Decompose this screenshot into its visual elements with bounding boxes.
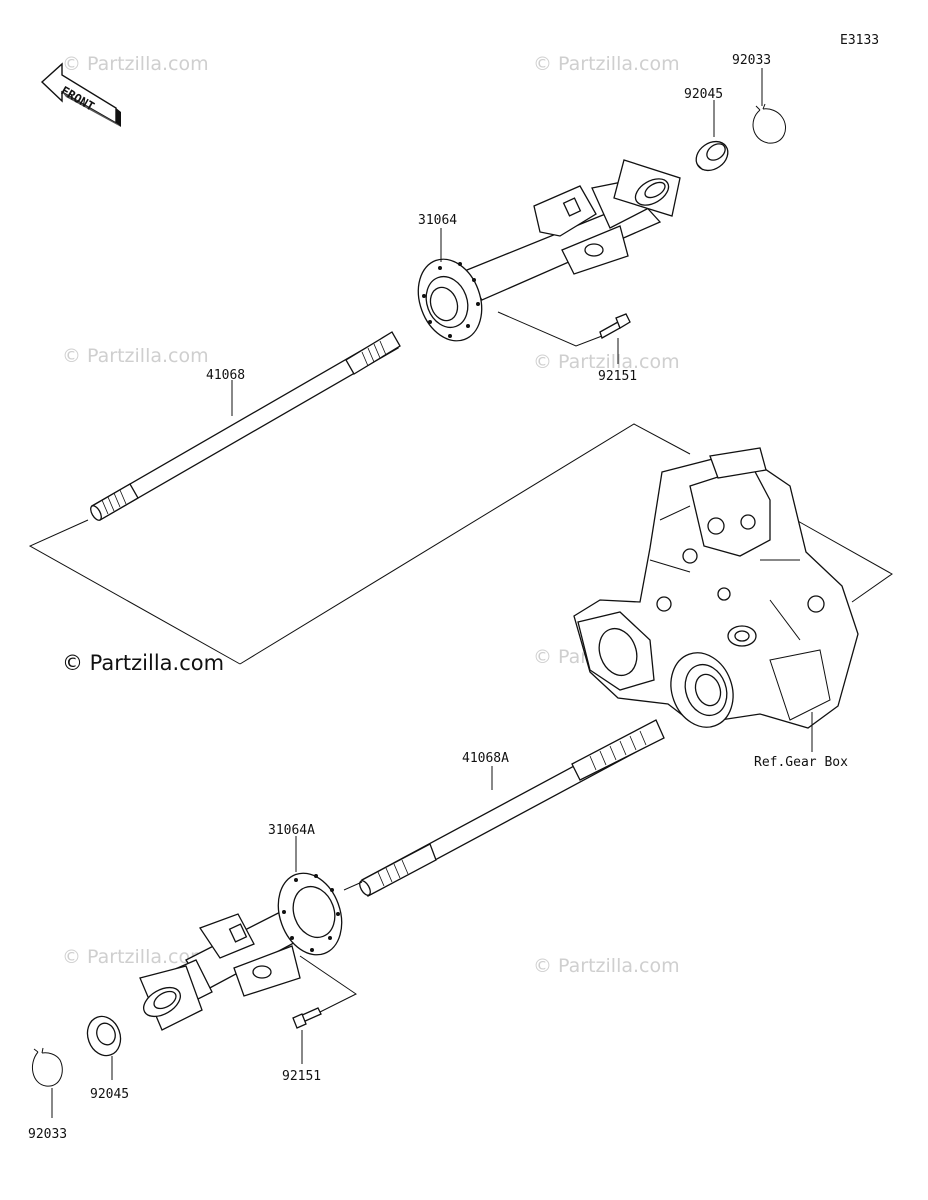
bolt-icon bbox=[292, 1007, 322, 1029]
watermark: © Partzilla.com bbox=[62, 53, 209, 75]
front-arrow-icon: FRONT bbox=[40, 62, 121, 127]
part-label-92151-top: 92151 bbox=[598, 369, 637, 384]
part-label-92045-bottom: 92045 bbox=[90, 1087, 129, 1102]
axle-shaft-icon bbox=[90, 331, 401, 521]
part-label-31064A: 31064A bbox=[268, 823, 315, 838]
bearing-icon bbox=[86, 1015, 122, 1057]
part-label-92045-top: 92045 bbox=[684, 87, 723, 102]
circlip-icon bbox=[752, 103, 786, 144]
main-watermark: © Partzilla.com bbox=[62, 651, 224, 675]
bearing-icon bbox=[695, 140, 729, 172]
watermark: © Partzilla.com bbox=[533, 955, 680, 977]
diagram-code: E3133 bbox=[840, 33, 879, 48]
watermark: © Partzilla.com bbox=[62, 946, 209, 968]
part-label-92033-top: 92033 bbox=[732, 53, 771, 68]
watermark: © Partzilla.com bbox=[533, 53, 680, 75]
axle-housing-icon bbox=[417, 159, 681, 342]
watermark: © Partzilla.com bbox=[62, 345, 209, 367]
axle-shaft-icon bbox=[359, 719, 665, 897]
part-label-92151-bottom: 92151 bbox=[282, 1069, 321, 1084]
watermark: © Partzilla.com bbox=[533, 351, 680, 373]
part-label-ref-gear-box: Ref.Gear Box bbox=[754, 755, 848, 770]
axle-housing-icon bbox=[139, 872, 343, 1031]
part-label-41068: 41068 bbox=[206, 368, 245, 383]
part-label-92033-bottom: 92033 bbox=[28, 1127, 67, 1142]
bolt-icon bbox=[599, 313, 631, 339]
part-label-41068A: 41068A bbox=[462, 751, 509, 766]
part-label-31064: 31064 bbox=[418, 213, 457, 228]
circlip-icon bbox=[31, 1047, 63, 1087]
gear-box-icon bbox=[573, 447, 859, 729]
